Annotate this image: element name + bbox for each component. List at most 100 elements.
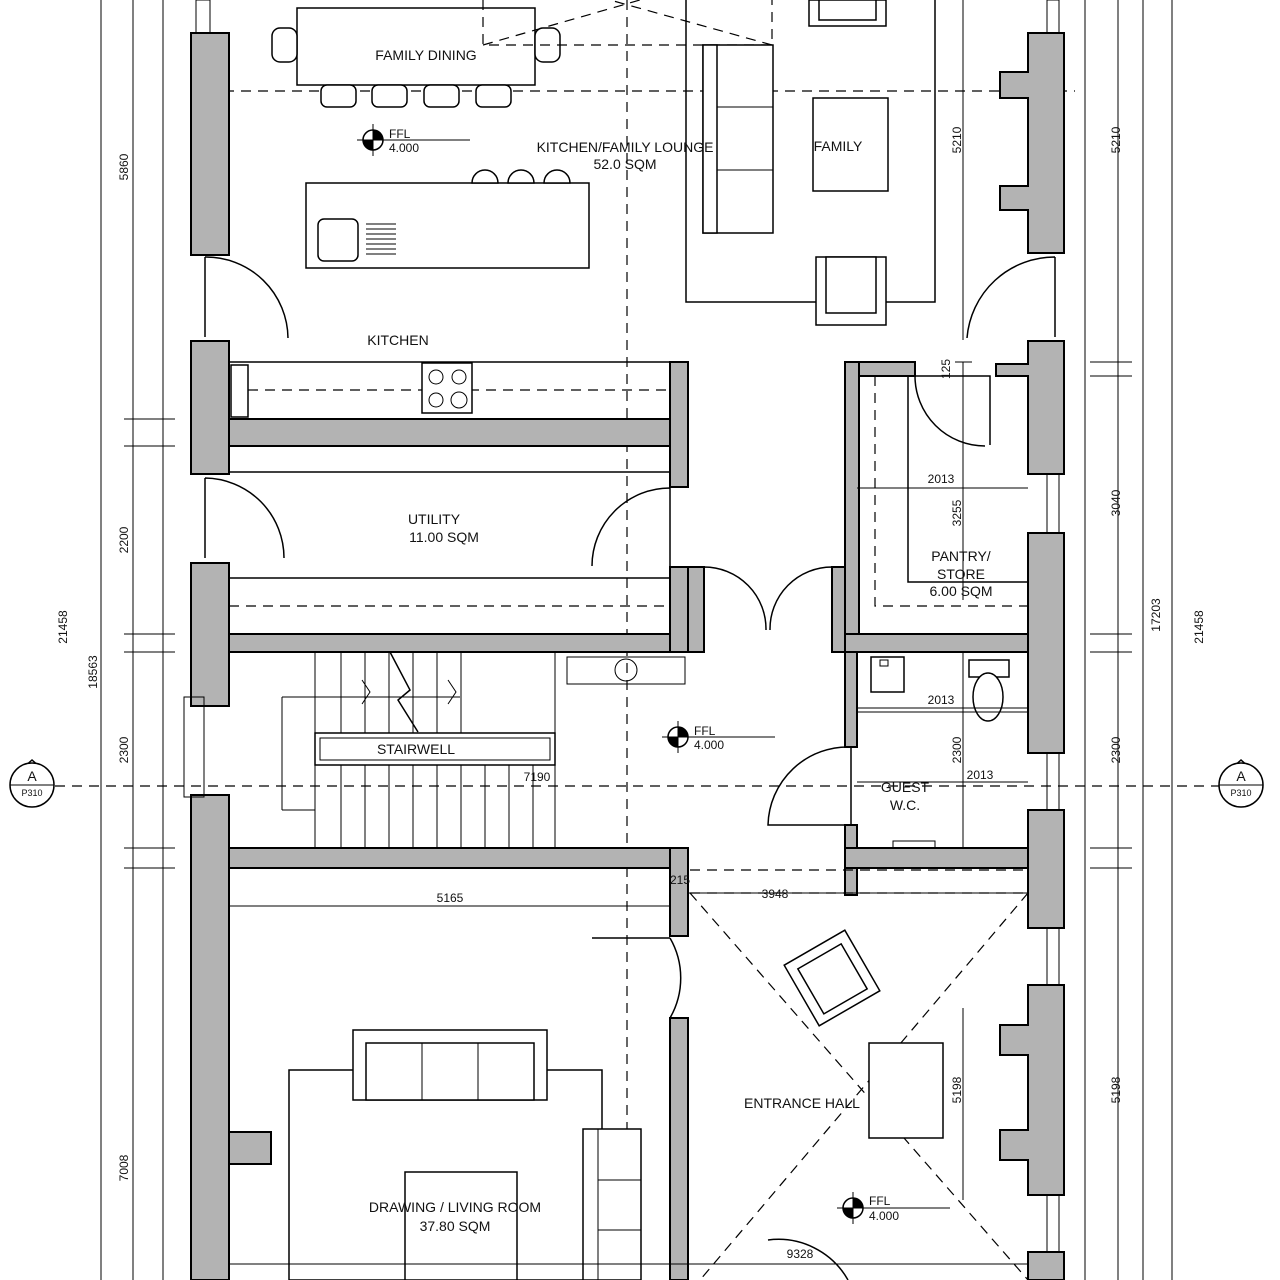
dim-pantry-width: 2013 — [928, 472, 955, 486]
utility-worktop-top — [228, 445, 671, 473]
dim-right-outer: 21458 — [1192, 610, 1206, 644]
level-label: FFL — [869, 1194, 891, 1208]
room-area-pantry: 6.00 SQM — [929, 583, 992, 599]
drawing-armchair-side — [582, 1128, 642, 1280]
wall-right-1 — [999, 32, 1065, 254]
dim-right-2300: 2300 — [1109, 736, 1123, 763]
dim-inner-5210: 5210 — [950, 126, 964, 153]
dining-chair-3 — [423, 84, 460, 108]
wall-left-3 — [190, 562, 230, 707]
room-label-stairwell: STAIRWELL — [377, 741, 455, 757]
dim-right-total: 17203 — [1149, 598, 1163, 632]
window-right-3 — [1046, 752, 1060, 811]
wall-left-4 — [190, 794, 230, 1280]
door-lounge-right — [966, 256, 1056, 339]
kitchen-sink — [317, 218, 359, 262]
room-label-entrance-hall: ENTRANCE HALL — [744, 1095, 860, 1111]
stair-arrow-1 — [361, 679, 371, 705]
wc-radiator — [892, 840, 936, 849]
level-label: FFL — [389, 127, 411, 141]
section-letter: A — [1236, 768, 1246, 784]
stair-arrow-2 — [447, 679, 457, 705]
room-label-drawing-room: DRAWING / LIVING ROOM — [369, 1199, 541, 1215]
wall-kitchen-end — [669, 361, 689, 488]
window-right-1 — [1046, 0, 1060, 34]
wall-right-4 — [1027, 809, 1065, 929]
dim-hall-3948: 3948 — [762, 887, 789, 901]
furniture — [228, 0, 1029, 1280]
radiator-valve — [614, 658, 638, 682]
wall-wc-left — [844, 651, 858, 748]
hall-radiator — [566, 656, 686, 685]
room-label-family-dining: FAMILY DINING — [375, 47, 476, 63]
door-entrance — [767, 1238, 849, 1280]
dim-drawing-5165: 5165 — [437, 891, 464, 905]
dim-inner-5198: 5198 — [950, 1076, 964, 1103]
dim-inner-3255: 3255 — [950, 499, 964, 526]
wall-left-2 — [190, 340, 230, 475]
section-letter: A — [27, 768, 37, 784]
wall-utility-end-2 — [687, 566, 705, 653]
dim-stair-7190: 7190 — [524, 770, 551, 784]
wall-pantry-bottom — [831, 633, 1029, 653]
level-value: 4.000 — [694, 738, 724, 752]
wall-right-5 — [999, 984, 1065, 1196]
window-right-5 — [1046, 1194, 1060, 1253]
stair-break-line — [389, 651, 419, 733]
section-marker-left: A P310 — [9, 758, 55, 808]
hob-ring-3 — [428, 392, 444, 408]
wall-utility-end — [669, 566, 689, 653]
pantry-shelf-line — [907, 376, 1028, 583]
drainer-grooves — [366, 223, 396, 255]
staircase — [281, 651, 556, 848]
dim-left-2200: 2200 — [117, 526, 131, 553]
hall-table — [868, 1042, 944, 1139]
bar-stool-1 — [471, 169, 499, 184]
doors — [204, 256, 1056, 1280]
dimension-lines — [100, 0, 1173, 1280]
level-value: 4.000 — [869, 1209, 899, 1223]
room-label-guest: GUEST — [881, 779, 930, 795]
dim-right-3040: 3040 — [1109, 489, 1123, 516]
room-area-drawing-room: 37.80 SQM — [420, 1218, 491, 1234]
section-marker-right: A P310 — [1218, 758, 1264, 808]
wall-right-2 — [995, 340, 1065, 475]
armchair-bottom-seat — [825, 256, 877, 314]
dining-chair-4 — [475, 84, 512, 108]
level-marker-1: FFL 4.000 — [357, 124, 419, 156]
level-marker-3: FFL 4.000 — [837, 1192, 899, 1224]
dining-chair-2 — [371, 84, 408, 108]
dim-left-5860: 5860 — [117, 153, 131, 180]
wall-kitchen-utility — [228, 418, 689, 447]
room-label-pantry: PANTRY/ — [931, 548, 990, 564]
room-label-family: FAMILY — [814, 138, 863, 154]
dim-left-outer: 21458 — [56, 610, 70, 644]
room-label-store: STORE — [937, 566, 985, 582]
wall-stair-drawing — [228, 847, 689, 869]
dining-table — [296, 7, 536, 86]
kitchen-worktop — [228, 361, 671, 420]
wall-right-3 — [1027, 532, 1065, 754]
armchair-top-seat — [818, 0, 877, 21]
hob-ring-1 — [428, 369, 444, 385]
wall-hall-top — [844, 847, 1029, 869]
dining-chair-left — [271, 27, 298, 63]
pantry-shelving — [874, 376, 1028, 607]
dim-wc-width-top: 2013 — [928, 693, 955, 707]
door-utility-right — [591, 487, 671, 567]
dim-right-5210: 5210 — [1109, 126, 1123, 153]
dimension-text: 21458 18563 5860 2200 2300 7008 21458 17… — [56, 126, 1206, 1261]
wall-drawing-hall-low — [669, 1017, 689, 1280]
dim-right-5198: 5198 — [1109, 1076, 1123, 1103]
dim-left-total: 18563 — [86, 655, 100, 689]
hob-ring-4 — [450, 391, 468, 409]
window-right-4 — [1046, 927, 1060, 986]
dim-inner-2300: 2300 — [950, 736, 964, 763]
wall-drawing-hall — [669, 847, 689, 937]
hall-rooflight-x — [689, 892, 1029, 1280]
bar-stool-2 — [507, 169, 535, 184]
level-label: FFL — [694, 724, 716, 738]
wall-pantry-door-jamb — [831, 566, 846, 653]
dim-wc-width-mid: 2013 — [967, 768, 994, 782]
